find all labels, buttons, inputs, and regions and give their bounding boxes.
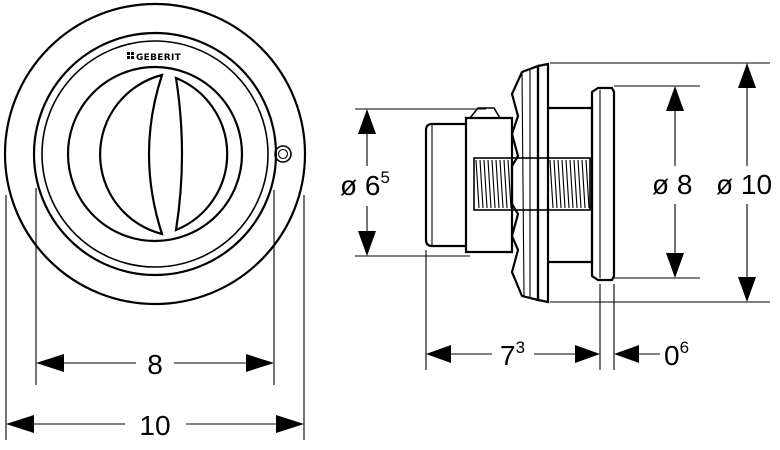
flange-nut	[510, 64, 540, 302]
bezel-ring	[32, 31, 278, 277]
dim-6-5-prefix: ø	[340, 170, 365, 201]
small-flush-button	[174, 76, 229, 232]
dim-7-3-value: 7	[500, 340, 516, 371]
side-view: ø 65 ø 8 ø 10	[340, 62, 772, 371]
thread-line	[507, 159, 512, 209]
backplate-ring	[590, 86, 616, 282]
dim-0-6-sup: 6	[680, 338, 689, 357]
dim-7-3-sup: 3	[516, 338, 525, 357]
thread-line	[553, 159, 558, 209]
mounting-plate	[536, 62, 550, 304]
large-flush-button	[99, 73, 164, 236]
thread-line	[503, 159, 508, 209]
thread-line	[475, 159, 480, 209]
thread-line	[561, 159, 566, 209]
button-plate-ring	[66, 65, 244, 243]
thread-line	[487, 159, 492, 209]
dim-8-side-prefix: ø	[652, 169, 677, 200]
dimension-thickness-0-6: 06	[614, 338, 689, 371]
thread-line	[549, 159, 554, 209]
thread-line	[483, 159, 488, 209]
housing	[464, 116, 514, 254]
thread-line	[577, 159, 582, 209]
dim-6-5-value: 6	[365, 170, 381, 201]
dim-0-6-label: 06	[664, 338, 689, 371]
thread-line	[581, 159, 586, 209]
dim-10-side-label: ø 10	[716, 169, 772, 200]
thread-line	[495, 159, 500, 209]
thread-line	[585, 159, 590, 209]
thread-line	[569, 159, 574, 209]
dim-8-side-value: 8	[677, 169, 693, 200]
front-view: GEBERIT 8 10	[3, 2, 307, 441]
dimension-diameter-10: ø 10	[716, 63, 772, 302]
dim-6-5-sup: 5	[380, 168, 389, 187]
dim-7-3-label: 73	[500, 338, 525, 371]
threaded-shaft	[473, 157, 591, 211]
thread-line	[499, 159, 504, 209]
dimension-depth-7-3: 73	[426, 338, 600, 371]
thread-line	[491, 159, 496, 209]
bezel-inner-ring	[41, 40, 269, 268]
dimension-10-front: 10	[6, 410, 304, 441]
brand-name: GEBERIT	[136, 53, 182, 63]
thread-line	[565, 159, 570, 209]
thread-line	[479, 159, 484, 209]
dimension-diameter-8: ø 8	[652, 86, 692, 278]
rear-body	[548, 106, 594, 264]
dim-10-front-value: 10	[139, 410, 170, 441]
plunger	[424, 122, 466, 248]
dim-8-front-value: 8	[147, 349, 163, 380]
dim-10-side-prefix: ø	[716, 169, 741, 200]
dim-8-side-label: ø 8	[652, 169, 692, 200]
thread-line	[573, 159, 578, 209]
side-screw-icon	[274, 145, 292, 163]
dim-6-5-label: ø 65	[340, 168, 390, 201]
dimension-8-front: 8	[36, 349, 274, 380]
brand-logo: GEBERIT	[127, 52, 182, 63]
dim-0-6-value: 0	[664, 340, 680, 371]
thread-line	[557, 159, 562, 209]
outer-cover-ring	[3, 2, 307, 306]
dimension-diameter-6-5: ø 65	[340, 109, 390, 256]
dim-10-side-value: 10	[741, 169, 772, 200]
